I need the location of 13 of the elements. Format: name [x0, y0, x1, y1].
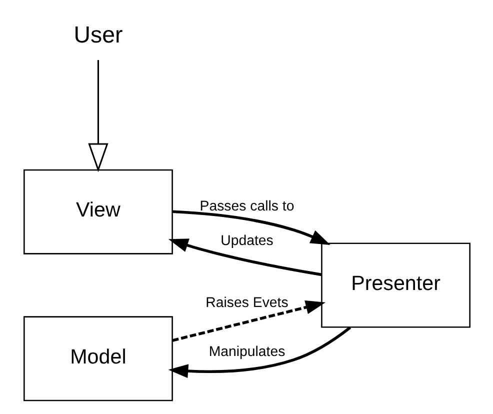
arrow: [168, 238, 322, 276]
arrow: [88, 60, 108, 172]
arrow: [172, 300, 326, 342]
node-box: View: [23, 169, 172, 254]
edge-label: Passes calls to: [199, 198, 294, 214]
edge-label: Manipulates: [208, 344, 285, 360]
node-box: Model: [23, 316, 172, 402]
edge-label: Raises Evets: [205, 294, 288, 311]
arrow: [172, 210, 330, 245]
node-box: Presenter: [320, 242, 470, 328]
edge-label: Updates: [220, 233, 273, 250]
arrow: [168, 326, 351, 378]
node-text: User: [73, 21, 122, 48]
